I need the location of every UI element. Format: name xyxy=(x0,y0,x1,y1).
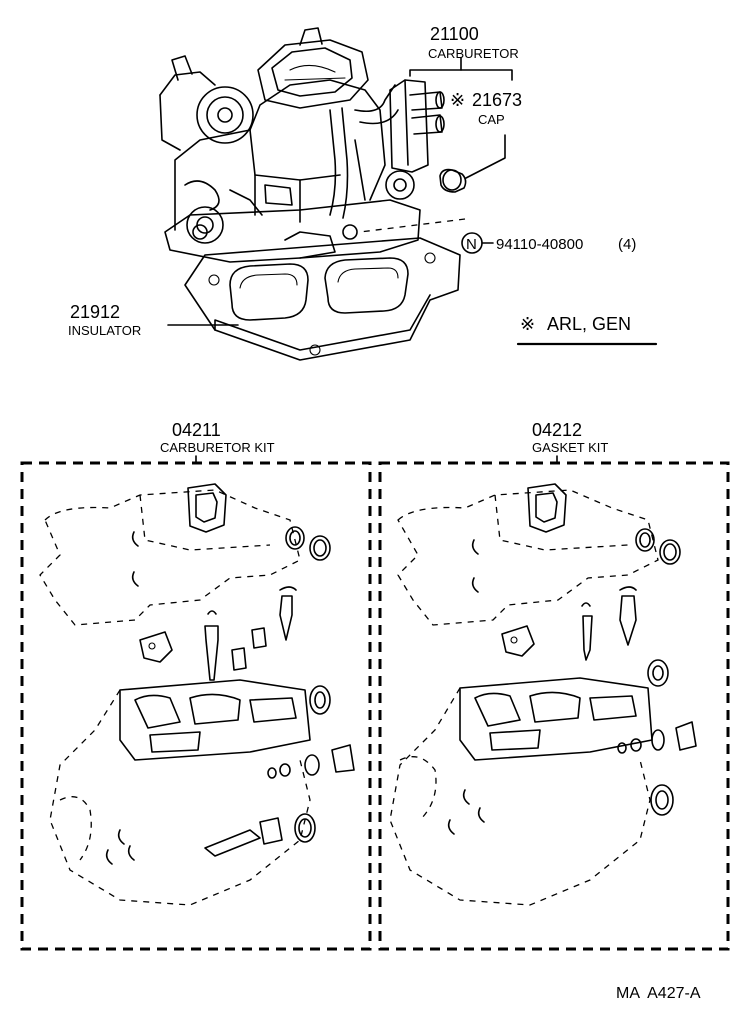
figure-code: MA A427-A xyxy=(616,985,701,1002)
insulator-plate xyxy=(184,237,461,361)
carburetor-kit-illustration xyxy=(39,483,355,906)
nut-symbol: N xyxy=(466,236,477,253)
gasket-kit-illustration xyxy=(389,483,697,906)
gasket-kit-name: GASKET KIT xyxy=(532,440,608,455)
carburetor-assembly-illustration xyxy=(159,27,461,361)
nut-part-number: 94110-40800 xyxy=(496,236,583,253)
nut-leader xyxy=(359,218,466,233)
cap-leader xyxy=(465,134,506,179)
applicability-text: ARL, GEN xyxy=(547,314,631,334)
applicability-marker: ※ xyxy=(520,314,535,334)
gasket-kit-part-number: 04212 xyxy=(532,420,582,440)
gasket-kit-frame xyxy=(378,461,730,951)
carburetor-part-name: CARBURETOR xyxy=(428,46,519,61)
insulator-part-name: INSULATOR xyxy=(68,323,141,338)
cap-marker: ※ xyxy=(450,90,465,110)
cap-part-number: 21673 xyxy=(472,90,522,110)
insulator-part-number: 21912 xyxy=(70,302,120,322)
carburetor-kit-name: CARBURETOR KIT xyxy=(160,440,275,455)
carburetor-kit-part-number: 04211 xyxy=(172,420,221,440)
cap-part-illustration xyxy=(439,168,467,193)
nut-symbol-circle xyxy=(461,232,483,254)
nut-quantity: (4) xyxy=(618,236,636,253)
carburetor-leader-bracket xyxy=(409,69,513,81)
carburetor-part-number: 21100 xyxy=(430,24,479,44)
cap-part-name: CAP xyxy=(478,112,505,127)
carburetor-kit-frame xyxy=(20,461,372,951)
